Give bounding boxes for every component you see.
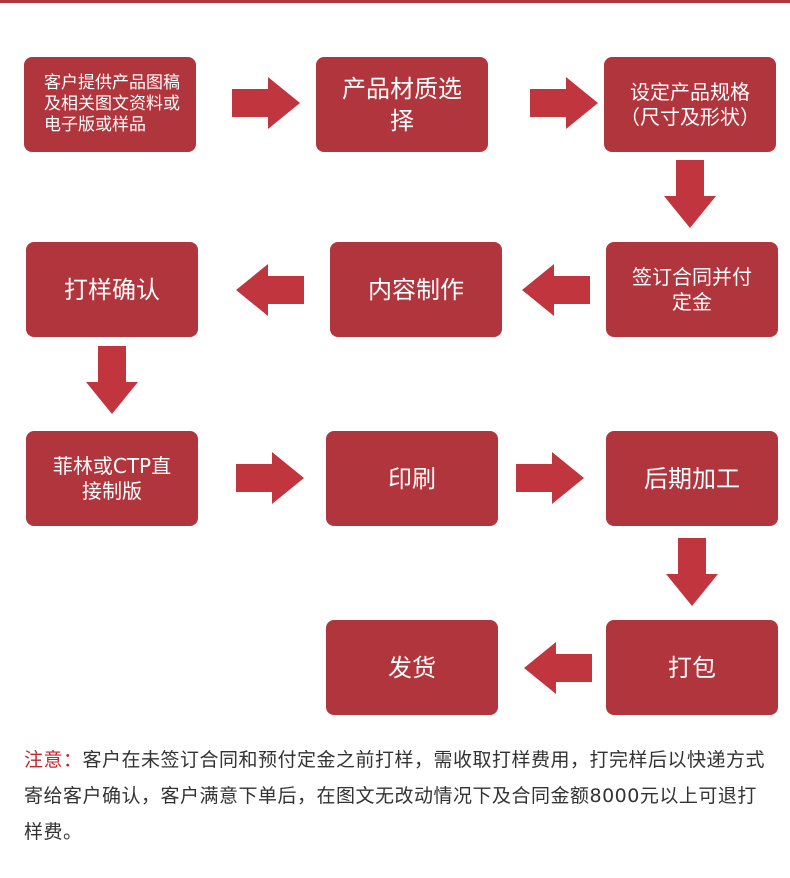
step-post-processing-label: 后期加工 xyxy=(644,464,740,493)
step-content-production: 内容制作 xyxy=(330,242,502,337)
notice-paragraph: 注意：客户在未签订合同和预付定金之前打样，需收取打样费用，打完样后以快递方式寄给… xyxy=(24,742,772,850)
arrow-right-2 xyxy=(530,77,598,129)
step-sample-confirm: 打样确认 xyxy=(26,242,198,337)
notice-lead: 注意： xyxy=(24,749,83,771)
step-film-ctp: 菲林或CTP直接制版 xyxy=(26,431,198,526)
step-packing-label: 打包 xyxy=(668,653,716,682)
step-printing: 印刷 xyxy=(326,431,498,526)
arrow-right-1 xyxy=(232,77,300,129)
arrow-down-3 xyxy=(666,538,718,606)
arrow-left-2 xyxy=(522,264,590,316)
arrow-down-1 xyxy=(664,160,716,228)
step-shipping-label: 发货 xyxy=(388,653,436,682)
step-material-choice-label: 产品材质选择 xyxy=(342,74,462,135)
arrow-down-2 xyxy=(86,346,138,414)
step-packing: 打包 xyxy=(606,620,778,715)
step-film-ctp-label: 菲林或CTP直接制版 xyxy=(52,453,172,503)
top-divider xyxy=(0,0,790,3)
arrow-right-3 xyxy=(236,452,304,504)
step-customer-materials-label: 客户提供产品图稿及相关图文资料或电子版或样品 xyxy=(44,73,180,135)
step-spec-setting: 设定产品规格（尺寸及形状） xyxy=(604,57,776,152)
step-contract: 签订合同并付定金 xyxy=(606,242,778,337)
notice-text: 客户在未签订合同和预付定金之前打样，需收取打样费用，打完样后以快递方式寄给客户确… xyxy=(24,749,766,843)
step-material-choice: 产品材质选择 xyxy=(316,57,488,152)
step-customer-materials: 客户提供产品图稿及相关图文资料或电子版或样品 xyxy=(24,57,196,152)
step-printing-label: 印刷 xyxy=(388,464,436,493)
step-contract-label: 签订合同并付定金 xyxy=(632,264,752,314)
step-sample-confirm-label: 打样确认 xyxy=(64,275,160,304)
step-post-processing: 后期加工 xyxy=(606,431,778,526)
arrow-left-3 xyxy=(524,642,592,694)
arrow-right-4 xyxy=(516,452,584,504)
step-content-production-label: 内容制作 xyxy=(368,275,464,304)
arrow-left-1 xyxy=(236,264,304,316)
step-spec-setting-label: 设定产品规格（尺寸及形状） xyxy=(620,79,760,129)
step-shipping: 发货 xyxy=(326,620,498,715)
